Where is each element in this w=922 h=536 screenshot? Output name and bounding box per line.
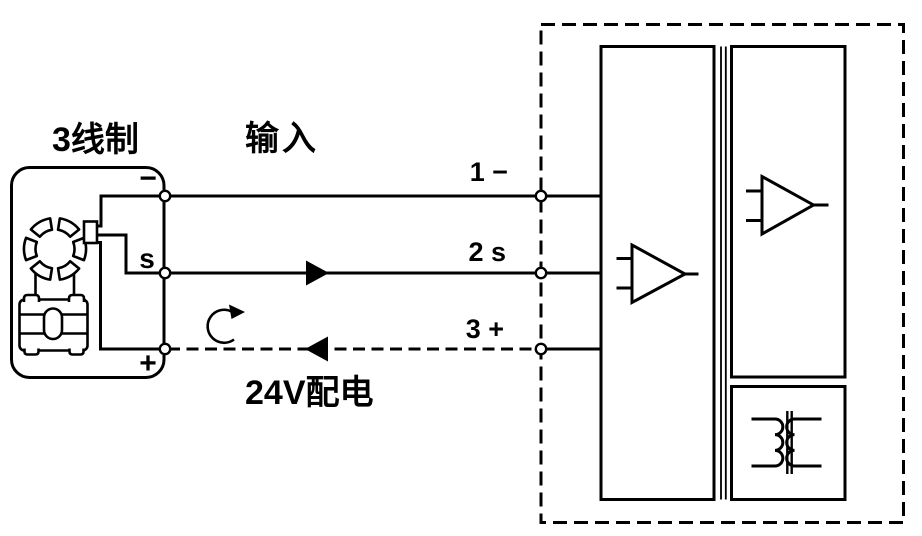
wire-3-label: 3 +: [466, 314, 504, 344]
transmitter-body-icon: [18, 293, 89, 356]
terminal-circles: [158, 189, 548, 356]
terminal-plus-label: +: [139, 347, 157, 380]
input-amplifier-icon: [616, 242, 699, 306]
transmitter-terminal-s: [158, 266, 172, 280]
field-wires-group: [165, 194, 601, 362]
transmitter-connector-icon: [82, 220, 99, 245]
wire-2-label: 2 s: [468, 237, 506, 267]
terminal-s-label: s: [139, 243, 155, 274]
isolation-barrier-lines: [720, 46, 727, 500]
transmitter-internal-wires: [97, 194, 165, 351]
power-direction-arrow-icon: [305, 336, 328, 362]
loop-arrow-icon: [206, 304, 245, 345]
output-amplifier-icon: [746, 173, 829, 237]
isolator-terminal-3: [534, 342, 548, 356]
three-wire-title: 3线制: [52, 121, 139, 159]
transmitter-icon: [18, 217, 99, 356]
wire-1-label: 1 −: [470, 157, 508, 187]
input-label: 输入: [245, 120, 319, 158]
transmitter-terminal-plus: [158, 342, 172, 356]
power-supply-label: 24V配电: [245, 374, 374, 412]
transformer-icon: [751, 411, 822, 474]
transmitter-terminal-minus: [158, 189, 172, 203]
isolator-terminal-2: [534, 266, 548, 280]
isolator-terminal-1: [534, 189, 548, 203]
signal-direction-arrow-icon: [306, 260, 329, 286]
terminal-minus-label: −: [139, 162, 157, 195]
transmitter-group: − s +: [10, 162, 166, 380]
